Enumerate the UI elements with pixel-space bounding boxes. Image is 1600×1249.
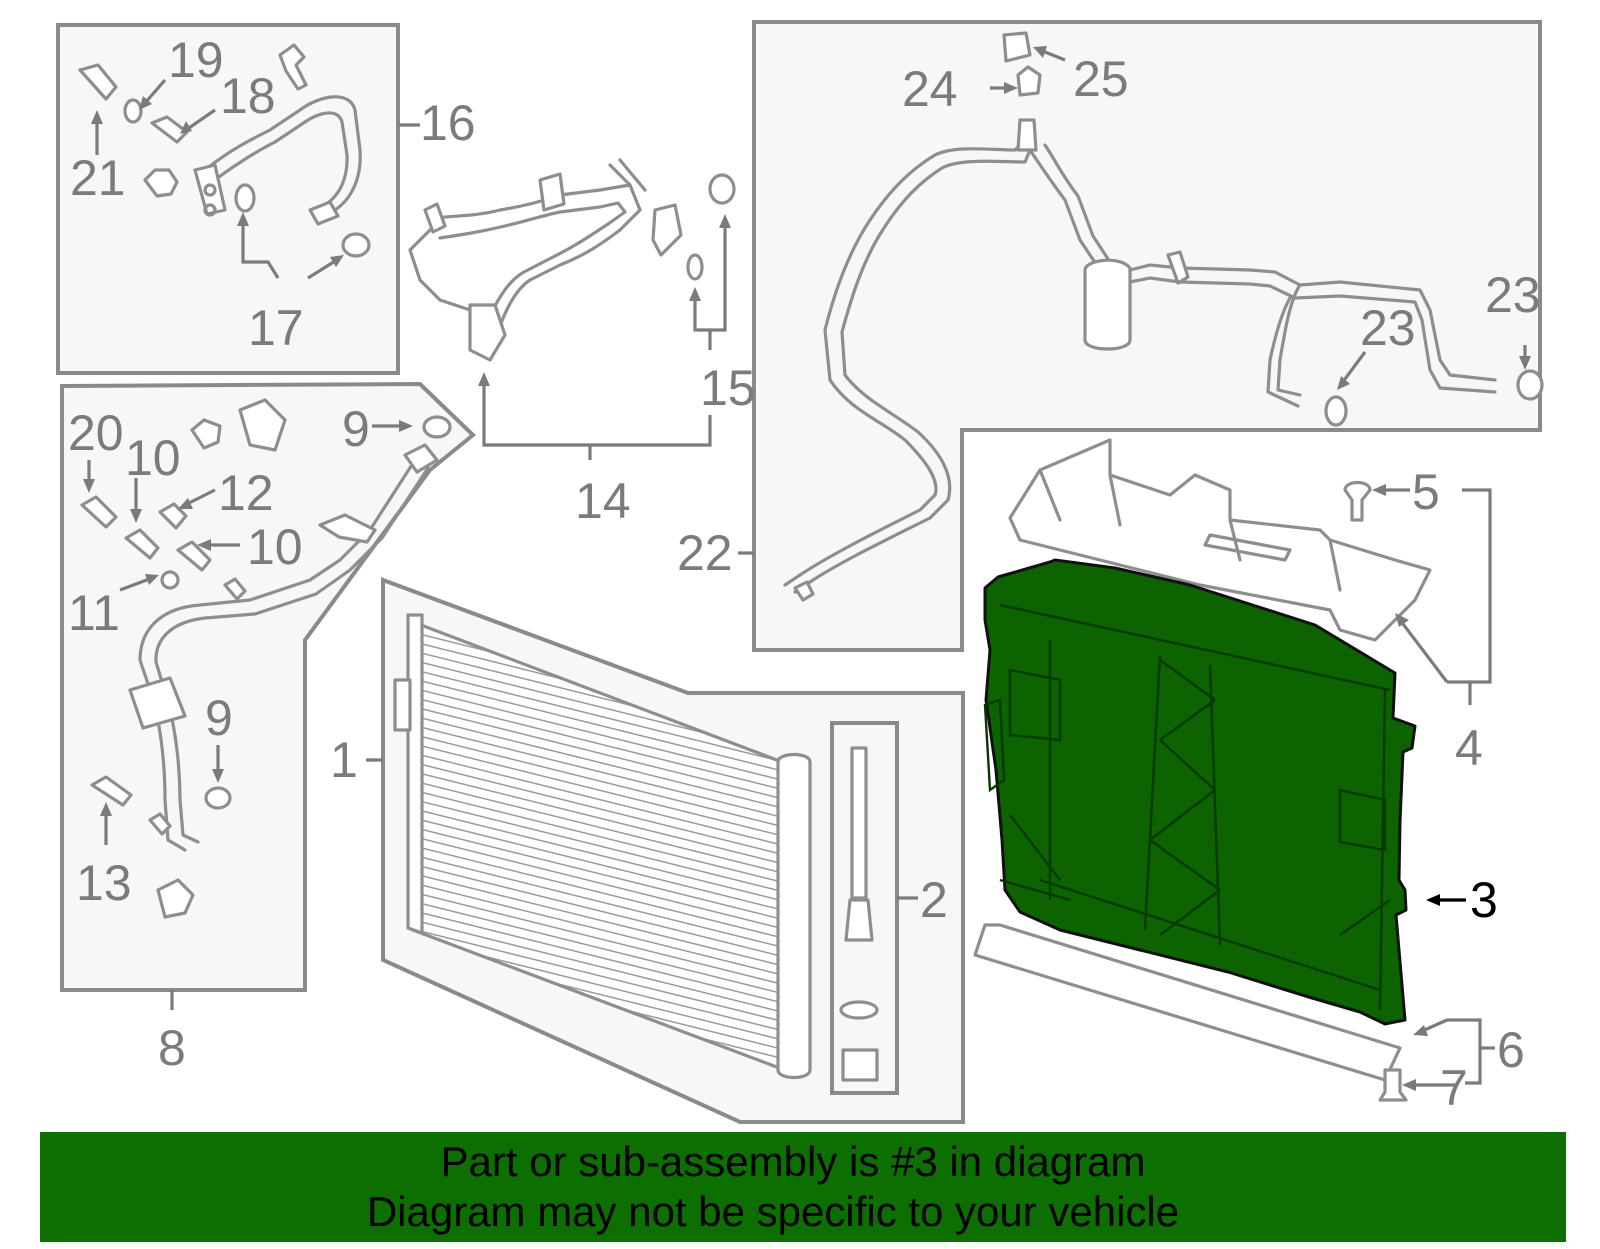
callout-12: 12 — [218, 465, 274, 521]
callout-6: 6 — [1497, 1022, 1525, 1078]
callout-3: 3 — [1470, 872, 1498, 928]
part-6-lower-baffle — [973, 923, 1495, 1102]
callout-20: 20 — [68, 405, 124, 461]
banner-line-part-number: Part or sub-assembly is #3 in diagram — [440, 1138, 1146, 1185]
callout-17: 17 — [248, 300, 304, 356]
callout-15: 15 — [700, 360, 756, 416]
callout-13: 13 — [76, 855, 132, 911]
callout-19: 19 — [168, 32, 224, 88]
diagram-notice-banner: Part or sub-assembly is #3 in diagram Di… — [40, 1132, 1566, 1242]
callout-2: 2 — [920, 872, 948, 928]
callout-10-right: 10 — [247, 519, 303, 575]
callout-11: 11 — [68, 585, 120, 641]
banner-line-disclaimer: Diagram may not be specific to your vehi… — [366, 1188, 1180, 1235]
callout-25: 25 — [1073, 51, 1129, 107]
callout-24: 24 — [902, 61, 958, 117]
callout-8: 8 — [158, 1020, 186, 1076]
callout-14: 14 — [575, 473, 631, 529]
callout-22: 22 — [677, 525, 733, 581]
callout-9-upper: 9 — [342, 401, 370, 457]
callout-10-left: 10 — [125, 430, 181, 486]
callout-21: 21 — [70, 150, 126, 206]
callout-23-left: 23 — [1360, 300, 1416, 356]
callout-16: 16 — [420, 95, 476, 151]
callout-4: 4 — [1455, 720, 1483, 776]
part-3-highlighted — [983, 558, 1466, 1026]
callout-9-lower: 9 — [205, 690, 233, 746]
callout-18: 18 — [220, 68, 276, 124]
part-4-upper-baffle — [1008, 438, 1492, 705]
part-14-pipe — [408, 158, 736, 460]
group-1-box — [366, 577, 965, 1124]
callout-23-right: 23 — [1485, 267, 1541, 323]
callout-1: 1 — [330, 732, 358, 788]
group-8-box — [60, 381, 477, 1010]
group-22-box — [738, 20, 1544, 652]
callout-5: 5 — [1412, 464, 1440, 520]
callout-labels: 1 2 3 4 5 6 7 8 9 9 10 10 11 12 13 14 15… — [68, 32, 1541, 1116]
group-16-box — [56, 23, 420, 375]
callout-7: 7 — [1440, 1060, 1468, 1116]
